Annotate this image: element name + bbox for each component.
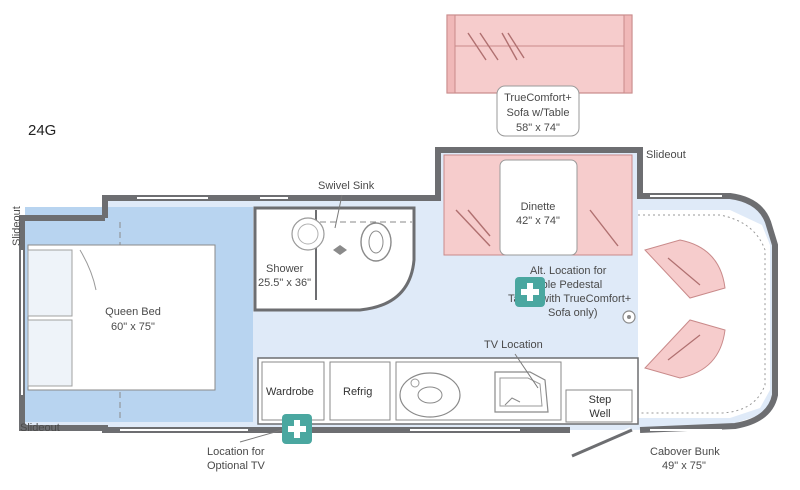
cabover-bunk-label-line2: 49" x 75" (662, 460, 706, 472)
tv-location-label: TV Location (484, 339, 543, 351)
slideout-label-left-bottom: Slideout (20, 422, 60, 434)
galley: Wardrobe Refrig Step Well (257, 357, 639, 425)
swivel-sink-pointer (334, 194, 343, 229)
dinette: Dinette 42" x 74" (443, 154, 633, 256)
optional-tv-label-line1: Location for (207, 446, 265, 458)
wardrobe-label: Wardrobe (266, 386, 314, 398)
dinette-label-line1: Dinette (521, 201, 556, 213)
alt-location-line4: Sofa only) (548, 307, 598, 319)
alt-location-line1: Alt. Location for (530, 265, 607, 277)
windows (21, 195, 722, 431)
model-name: 24G (28, 122, 56, 139)
truecomfort-sofa (446, 14, 633, 94)
shower-label-line1: Shower (266, 263, 304, 275)
swivel-sink-label: Swivel Sink (318, 180, 375, 192)
cab-seats (638, 214, 766, 414)
slideout-label-left-top: Slideout (11, 206, 23, 246)
refrig-label: Refrig (343, 386, 372, 398)
optional-tv-plus-icon (282, 414, 312, 444)
tv-location-pointer (514, 353, 539, 389)
queen-bed: Queen Bed 60" x 75" (27, 244, 216, 391)
optional-tv-label-line2: Optional TV (207, 460, 266, 472)
queen-bed-label-line2: 60" x 75" (111, 321, 155, 333)
queen-bed-label-line1: Queen Bed (105, 306, 161, 318)
slideout-label-top: Slideout (646, 149, 686, 161)
sofa-label-line1: TrueComfort+ (504, 92, 572, 104)
bathroom: Shower 25.5" x 36" (253, 206, 416, 312)
sofa-label-line3: 58" x 74" (516, 122, 560, 134)
sofa-label-box: TrueComfort+ Sofa w/Table 58" x 74" (496, 85, 580, 137)
alt-location-line2: Table Pedestal (530, 279, 602, 291)
sofa-label-line2: Sofa w/Table (507, 107, 570, 119)
step-well-label-line1: Step (589, 394, 612, 406)
dinette-label-line2: 42" x 74" (516, 215, 560, 227)
entry-door (569, 427, 633, 458)
alt-location-plus-icon (515, 277, 545, 307)
step-well-label-line2: Well (589, 408, 610, 420)
shower-label-line2: 25.5" x 36" (258, 277, 311, 289)
cabover-bunk-label-line1: Cabover Bunk (650, 446, 720, 458)
optional-tv-pointer (239, 429, 283, 443)
